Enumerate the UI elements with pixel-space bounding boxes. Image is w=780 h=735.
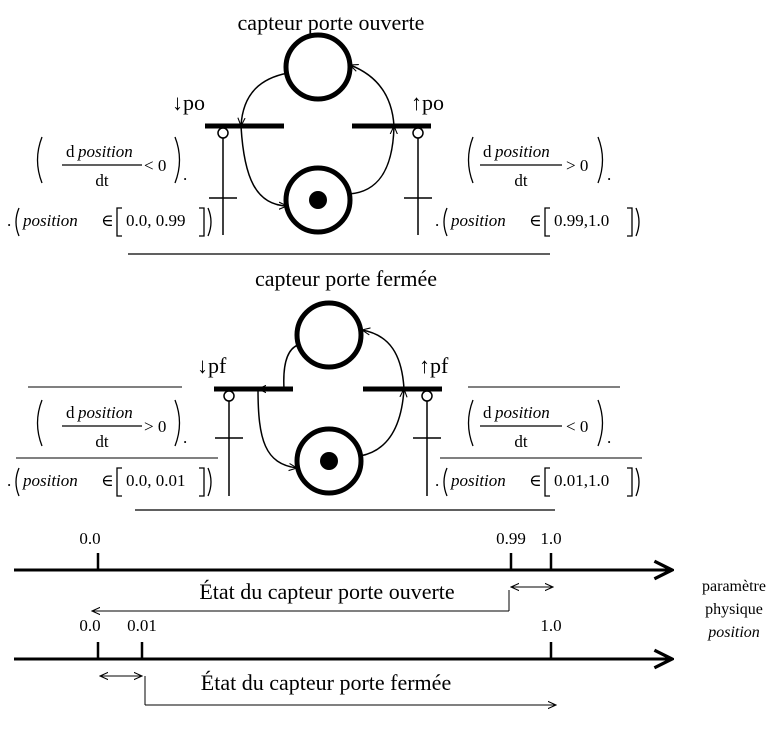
arc-falling-to-place — [240, 125, 287, 206]
svg-text:∈: ∈ — [101, 471, 114, 490]
tick-label-0-99: 0.99 — [496, 529, 526, 548]
svg-text:.: . — [7, 471, 11, 490]
test-arc-rising-po — [412, 127, 424, 139]
svg-text:∈: ∈ — [101, 211, 114, 230]
guard-rising-pf: d position dt < 0 . . position ∈ 0.01,1.… — [435, 386, 642, 497]
guard-falling-po: d position dt < 0 . . position ∈ 0.0, 0.… — [7, 136, 212, 237]
tick-label-1-0: 1.0 — [540, 616, 561, 635]
arc-falling-to-place-pf — [257, 388, 297, 468]
label-falling-pf: ↓pf — [197, 353, 227, 378]
guard-rising-po: d position dt > 0 . . position ∈ 0.99,1.… — [435, 136, 640, 237]
svg-text:.: . — [435, 211, 439, 230]
label-falling-po: ↓po — [172, 90, 205, 115]
svg-text:< 0: < 0 — [566, 417, 588, 436]
svg-text:> 0: > 0 — [566, 156, 588, 175]
svg-text:dt: dt — [514, 432, 528, 451]
svg-text:0.0, 0.99: 0.0, 0.99 — [126, 211, 186, 230]
svg-text:< 0: < 0 — [144, 156, 166, 175]
svg-text:dt: dt — [95, 432, 109, 451]
svg-text:0.0, 0.01: 0.0, 0.01 — [126, 471, 186, 490]
closed-sensor-net: capteur porte fermée ↓pf ↑pf d position … — [7, 266, 642, 511]
parameter-label-line1: paramètre — [702, 578, 766, 595]
tick-label-0-0: 0.0 — [79, 529, 100, 548]
arc-place-to-falling — [241, 72, 289, 126]
test-arc-falling-po — [217, 127, 229, 139]
guard-falling-pf: d position dt > 0 . . position ∈ 0.0, 0.… — [7, 386, 218, 497]
svg-text:d: d — [66, 403, 75, 422]
state-label-closed: État du capteur porte fermée — [201, 670, 451, 695]
svg-text:> 0: > 0 — [144, 417, 166, 436]
place-door-open-off — [283, 32, 353, 102]
svg-text:position: position — [450, 211, 506, 230]
svg-text:position: position — [77, 142, 133, 161]
tick-label-0-01: 0.01 — [127, 616, 157, 635]
state-label-open: État du capteur porte ouverte — [199, 579, 454, 604]
parameter-label-line2: physique — [705, 601, 763, 618]
svg-text:.: . — [607, 165, 611, 184]
label-rising-po: ↑po — [411, 90, 444, 115]
label-rising-pf: ↑pf — [419, 353, 449, 378]
arc-rising-to-place-pf — [362, 330, 405, 390]
tick-label-0-0: 0.0 — [79, 616, 100, 635]
svg-text:∈: ∈ — [529, 211, 542, 230]
token — [320, 452, 338, 470]
arc-place-to-rising — [348, 126, 394, 195]
svg-text:position: position — [494, 403, 550, 422]
arc-rising-to-place — [350, 65, 395, 127]
test-arc-rising-pf — [421, 390, 433, 402]
svg-text:d: d — [66, 142, 75, 161]
tick-label-1-0: 1.0 — [540, 529, 561, 548]
svg-text:position: position — [77, 403, 133, 422]
svg-text:dt: dt — [514, 171, 528, 190]
svg-text:d: d — [483, 403, 492, 422]
svg-text:.: . — [607, 428, 611, 447]
svg-text:position: position — [22, 471, 78, 490]
svg-text:.: . — [435, 471, 439, 490]
place-door-closed-off — [294, 300, 364, 370]
svg-text:∈: ∈ — [529, 471, 542, 490]
parameter-label: paramètre physique position — [702, 578, 766, 641]
open-sensor-net: capteur porte ouverte ↓po ↑po d position… — [7, 10, 640, 255]
axis-closed-sensor: 0.0 0.01 1.0 État du capteur porte fermé… — [14, 616, 672, 705]
svg-text:.: . — [7, 211, 11, 230]
arc-place-to-falling-pf — [283, 344, 299, 390]
open-sensor-title: capteur porte ouverte — [238, 10, 425, 35]
svg-text:position: position — [494, 142, 550, 161]
svg-text:0.01,1.0: 0.01,1.0 — [554, 471, 609, 490]
closed-sensor-title: capteur porte fermée — [255, 266, 437, 291]
arc-place-to-rising-pf — [359, 389, 404, 457]
token — [309, 191, 327, 209]
axis-open-sensor: 0.0 0.99 1.0 État du capteur porte ouver… — [14, 529, 672, 611]
svg-text:dt: dt — [95, 171, 109, 190]
parameter-label-line3: position — [707, 624, 760, 641]
svg-text:0.99,1.0: 0.99,1.0 — [554, 211, 609, 230]
test-arc-falling-pf — [223, 390, 235, 402]
place-door-closed-on — [294, 426, 364, 496]
svg-text:.: . — [183, 165, 187, 184]
svg-text:.: . — [183, 428, 187, 447]
place-door-open-on — [283, 165, 353, 235]
svg-text:position: position — [450, 471, 506, 490]
svg-text:d: d — [483, 142, 492, 161]
svg-text:position: position — [22, 211, 78, 230]
